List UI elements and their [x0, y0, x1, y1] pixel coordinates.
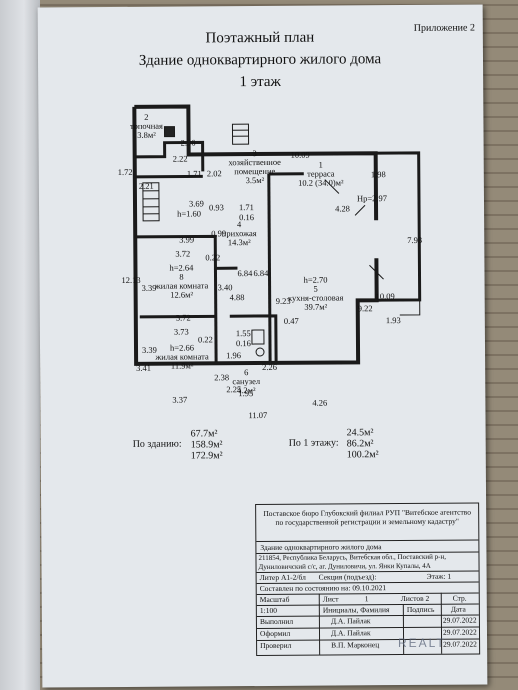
- stamp-row-drafted: Оформил: [259, 628, 291, 639]
- dim: 2.22: [172, 153, 188, 164]
- dim: 0.22: [205, 252, 221, 263]
- dim: 2.26: [262, 361, 278, 373]
- dim: 10.09: [375, 291, 395, 302]
- floor-area-label: По 1 этажу:: [288, 437, 339, 449]
- stamp-address: 211854, Республика Беларусь, Витебская о…: [258, 552, 446, 571]
- stamp-date-header: Дата: [450, 604, 466, 614]
- dim: 3.69: [188, 198, 204, 209]
- dim: 2.38: [214, 372, 230, 383]
- dim: 3.37: [172, 394, 188, 405]
- dim: 10.09: [290, 149, 310, 160]
- dim: 0.47: [283, 315, 299, 326]
- stamp-sheet-header: Лист: [322, 594, 339, 604]
- title-block: Поставское бюро Глубокский филиал РУП "В…: [255, 502, 481, 657]
- stamp-sheets-count: Листов 2: [400, 593, 430, 604]
- dim: 11.07: [248, 409, 268, 421]
- dim: 1.98: [370, 169, 386, 180]
- dim: 0.16: [239, 212, 255, 223]
- stamp-page-header: Стр.: [452, 593, 467, 603]
- dim: 6.84: [237, 268, 253, 279]
- dim: 3.39: [141, 282, 157, 293]
- stamp-scale-value: 1:100: [259, 605, 277, 616]
- terrace-height: Нр=2.97: [356, 193, 388, 204]
- dim: 0.99: [211, 228, 227, 239]
- dim: 1.95: [238, 388, 254, 399]
- dim: 3.72: [175, 248, 191, 259]
- realt-watermark: REALT: [398, 636, 446, 650]
- dim: 3.39: [141, 344, 157, 355]
- dim: 6.84: [253, 267, 269, 279]
- dim: 3.99: [179, 234, 195, 245]
- stamp-row-executed-name: Д.А. Пайлак: [330, 616, 371, 626]
- hall-height: h=1.60: [177, 208, 202, 219]
- dim: 0.22: [197, 334, 213, 345]
- stamp-state-date: Составлен по состоянию на: 09.10.2021: [259, 583, 387, 594]
- dim: 3.73: [173, 326, 189, 337]
- stamp-row-executed-date: 29.07.2022: [442, 615, 477, 625]
- floor-plan-drawing: [132, 104, 422, 366]
- dim: 4.26: [312, 397, 328, 408]
- dim: 0.16: [235, 338, 251, 349]
- stamp-row-checked: Проверил: [260, 640, 292, 651]
- dim: 2.96: [180, 137, 196, 148]
- dim: 9.22: [357, 303, 373, 314]
- dim: 12.13: [121, 274, 141, 285]
- dim: 0.93: [208, 202, 224, 213]
- stamp-scale-header: Масштаб: [259, 594, 290, 605]
- dim: 3.40: [217, 282, 233, 293]
- stamp-sheet-number: 1: [364, 594, 369, 604]
- stamp-signature-header: Подпись: [406, 604, 435, 614]
- stamp-row-executed: Выполнил: [259, 616, 294, 627]
- dim: 2.02: [206, 168, 222, 179]
- dim: 1.93: [385, 315, 401, 326]
- binder-edge: [0, 0, 40, 690]
- stamp-letter: Литер А1-2/бл: [259, 572, 306, 583]
- building-area-label: По зданию:: [132, 438, 182, 450]
- dim: 1.71: [238, 202, 254, 213]
- dim: 4.28: [335, 203, 350, 214]
- dim: 2.21: [138, 180, 154, 191]
- dim: 1.71: [186, 168, 202, 179]
- stamp-floor: Этаж: 1: [426, 571, 452, 581]
- dim: 1.96: [226, 350, 241, 361]
- dim: 1.55: [235, 328, 251, 339]
- stamp-row-drafted-date: 29.07.2022: [442, 627, 477, 637]
- dim: 3.72: [175, 312, 191, 323]
- dim: 7.93: [407, 234, 423, 245]
- stamp-row-checked-name: В.П. Марконец: [331, 640, 380, 650]
- dim: 1.72: [117, 166, 133, 178]
- stamp-section: Секция (подъезд):: [318, 572, 377, 582]
- dim: 9.23: [275, 295, 291, 306]
- stamp-initials-header: Инициалы, Фамилия: [322, 605, 390, 615]
- stamp-org: Поставское бюро Глубокский филиал РУП "В…: [263, 507, 471, 527]
- stamp-object: Здание одноквартирного жилого дома: [260, 542, 382, 553]
- stamp-row-checked-date: 29.07.2022: [443, 639, 477, 649]
- dim: 4.88: [229, 292, 245, 303]
- stamp-row-drafted-name: Д.А. Пайлак: [330, 628, 371, 638]
- dim: 3.41: [136, 362, 152, 373]
- floor-plan-document: Приложение 2 Поэтажный план Здание однок…: [37, 4, 488, 688]
